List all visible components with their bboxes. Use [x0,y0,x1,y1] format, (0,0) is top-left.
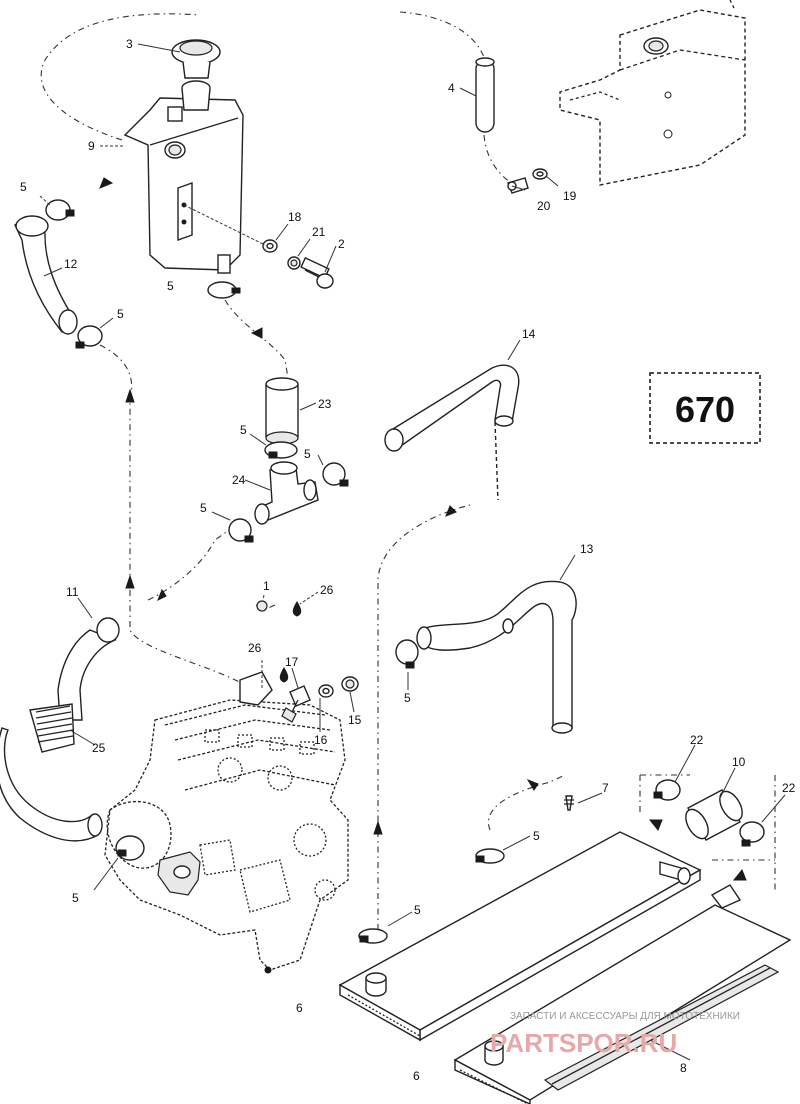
vent-tube [475,57,495,133]
callout-20: 20 [537,199,551,213]
callout-15: 15 [348,713,362,727]
hose-11 [57,617,120,721]
hose-14 [384,364,520,501]
sealant-drop-26a [292,601,302,617]
thermostat-housing [157,851,201,896]
callout-26-a: 26 [320,583,334,597]
callout-1: 1 [263,579,270,593]
tee-fitting-24 [254,461,319,525]
callout-17: 17 [285,655,299,669]
engine-outlet [239,671,273,706]
callout-14: 14 [522,327,536,341]
watermark-tagline: ЗАПАСТИ И АКСЕССУАРЫ ДЛЯ МОТОТЕХНИКИ [510,1011,740,1022]
gasket-16 [318,684,334,698]
callout-13: 13 [580,542,594,556]
clamp-5-e [322,462,349,487]
callout-18: 18 [288,210,302,224]
clamp-5-f [228,518,254,543]
clamp-5-a [45,199,75,221]
callout-3: 3 [126,37,133,51]
heat-exchanger-lower [453,884,792,1104]
radiator-cap [171,39,221,111]
callout-23: 23 [318,397,332,411]
callout-10: 10 [732,755,746,769]
clamp-22-a [653,779,681,801]
hose-13 [416,580,577,734]
callout-16: 16 [314,733,328,747]
callout-8: 8 [680,1061,687,1075]
callout-5-g: 5 [404,691,411,705]
rail-8 [543,964,780,1091]
washer-18 [262,239,278,253]
callout-labels: 3 4 9 5 12 5 5 18 21 2 19 20 14 23 5 5 2… [20,37,796,1083]
callout-19: 19 [563,189,577,203]
plug-1 [256,600,268,612]
callout-26-b: 26 [248,641,262,655]
clamp-5-d [264,441,298,459]
sealant-drop-26b [279,667,289,683]
callout-2: 2 [338,237,345,251]
callout-6-b: 6 [413,1069,420,1083]
fitting-15 [341,676,359,692]
hose-23 [265,377,299,445]
flow-arrows [99,177,747,1075]
callout-5-e: 5 [304,447,311,461]
callout-6-a: 6 [296,1001,303,1015]
fitting-19 [532,168,548,180]
callout-22-a: 22 [690,733,704,747]
callout-5-c: 5 [117,307,124,321]
temp-sensor-17 [281,685,311,723]
hose-25 [0,703,103,842]
callout-9: 9 [88,139,95,153]
bleed-valve-7 [564,795,574,811]
callout-21: 21 [312,225,326,239]
screw-2 [300,257,334,289]
clamp-5-j [358,928,388,944]
clamp-5-g [395,639,419,669]
heat-exchanger-upper [338,831,702,1042]
callout-24: 24 [232,473,246,487]
callout-7: 7 [602,781,609,795]
callout-5-i: 5 [533,829,540,843]
page-number: 670 [675,389,735,430]
callout-5-a: 5 [20,180,27,194]
callout-11: 11 [66,585,79,599]
callout-5-h: 5 [72,891,79,905]
overflow-tank [559,0,746,186]
engine-block [104,689,349,974]
callout-25: 25 [92,741,106,755]
clamp-5-h [115,835,145,861]
watermark: ЗАПАСТИ И АКСЕССУАРЫ ДЛЯ МОТОТЕХНИКИ PAR… [490,1011,740,1058]
washer-21 [287,256,301,270]
watermark-brand: PARTSPOR.RU [490,1028,677,1058]
callout-22-b: 22 [782,781,796,795]
coolant-reservoir [123,97,244,274]
clamp-22-b [739,821,765,847]
hose-12 [14,215,78,335]
clamp-5-c [75,325,103,349]
callout-5-f: 5 [200,501,207,515]
page-number-box: 670 [649,372,761,444]
clamp-5-b [207,281,241,299]
clamp-5-i [475,848,505,864]
callout-5-d: 5 [240,423,247,437]
callout-12: 12 [64,257,78,271]
callout-5-b: 5 [167,279,174,293]
hose-10 [685,789,743,841]
fitting-20 [507,177,529,194]
leader-lines [39,43,786,1061]
callout-4: 4 [448,81,455,95]
callout-5-j: 5 [414,903,421,917]
